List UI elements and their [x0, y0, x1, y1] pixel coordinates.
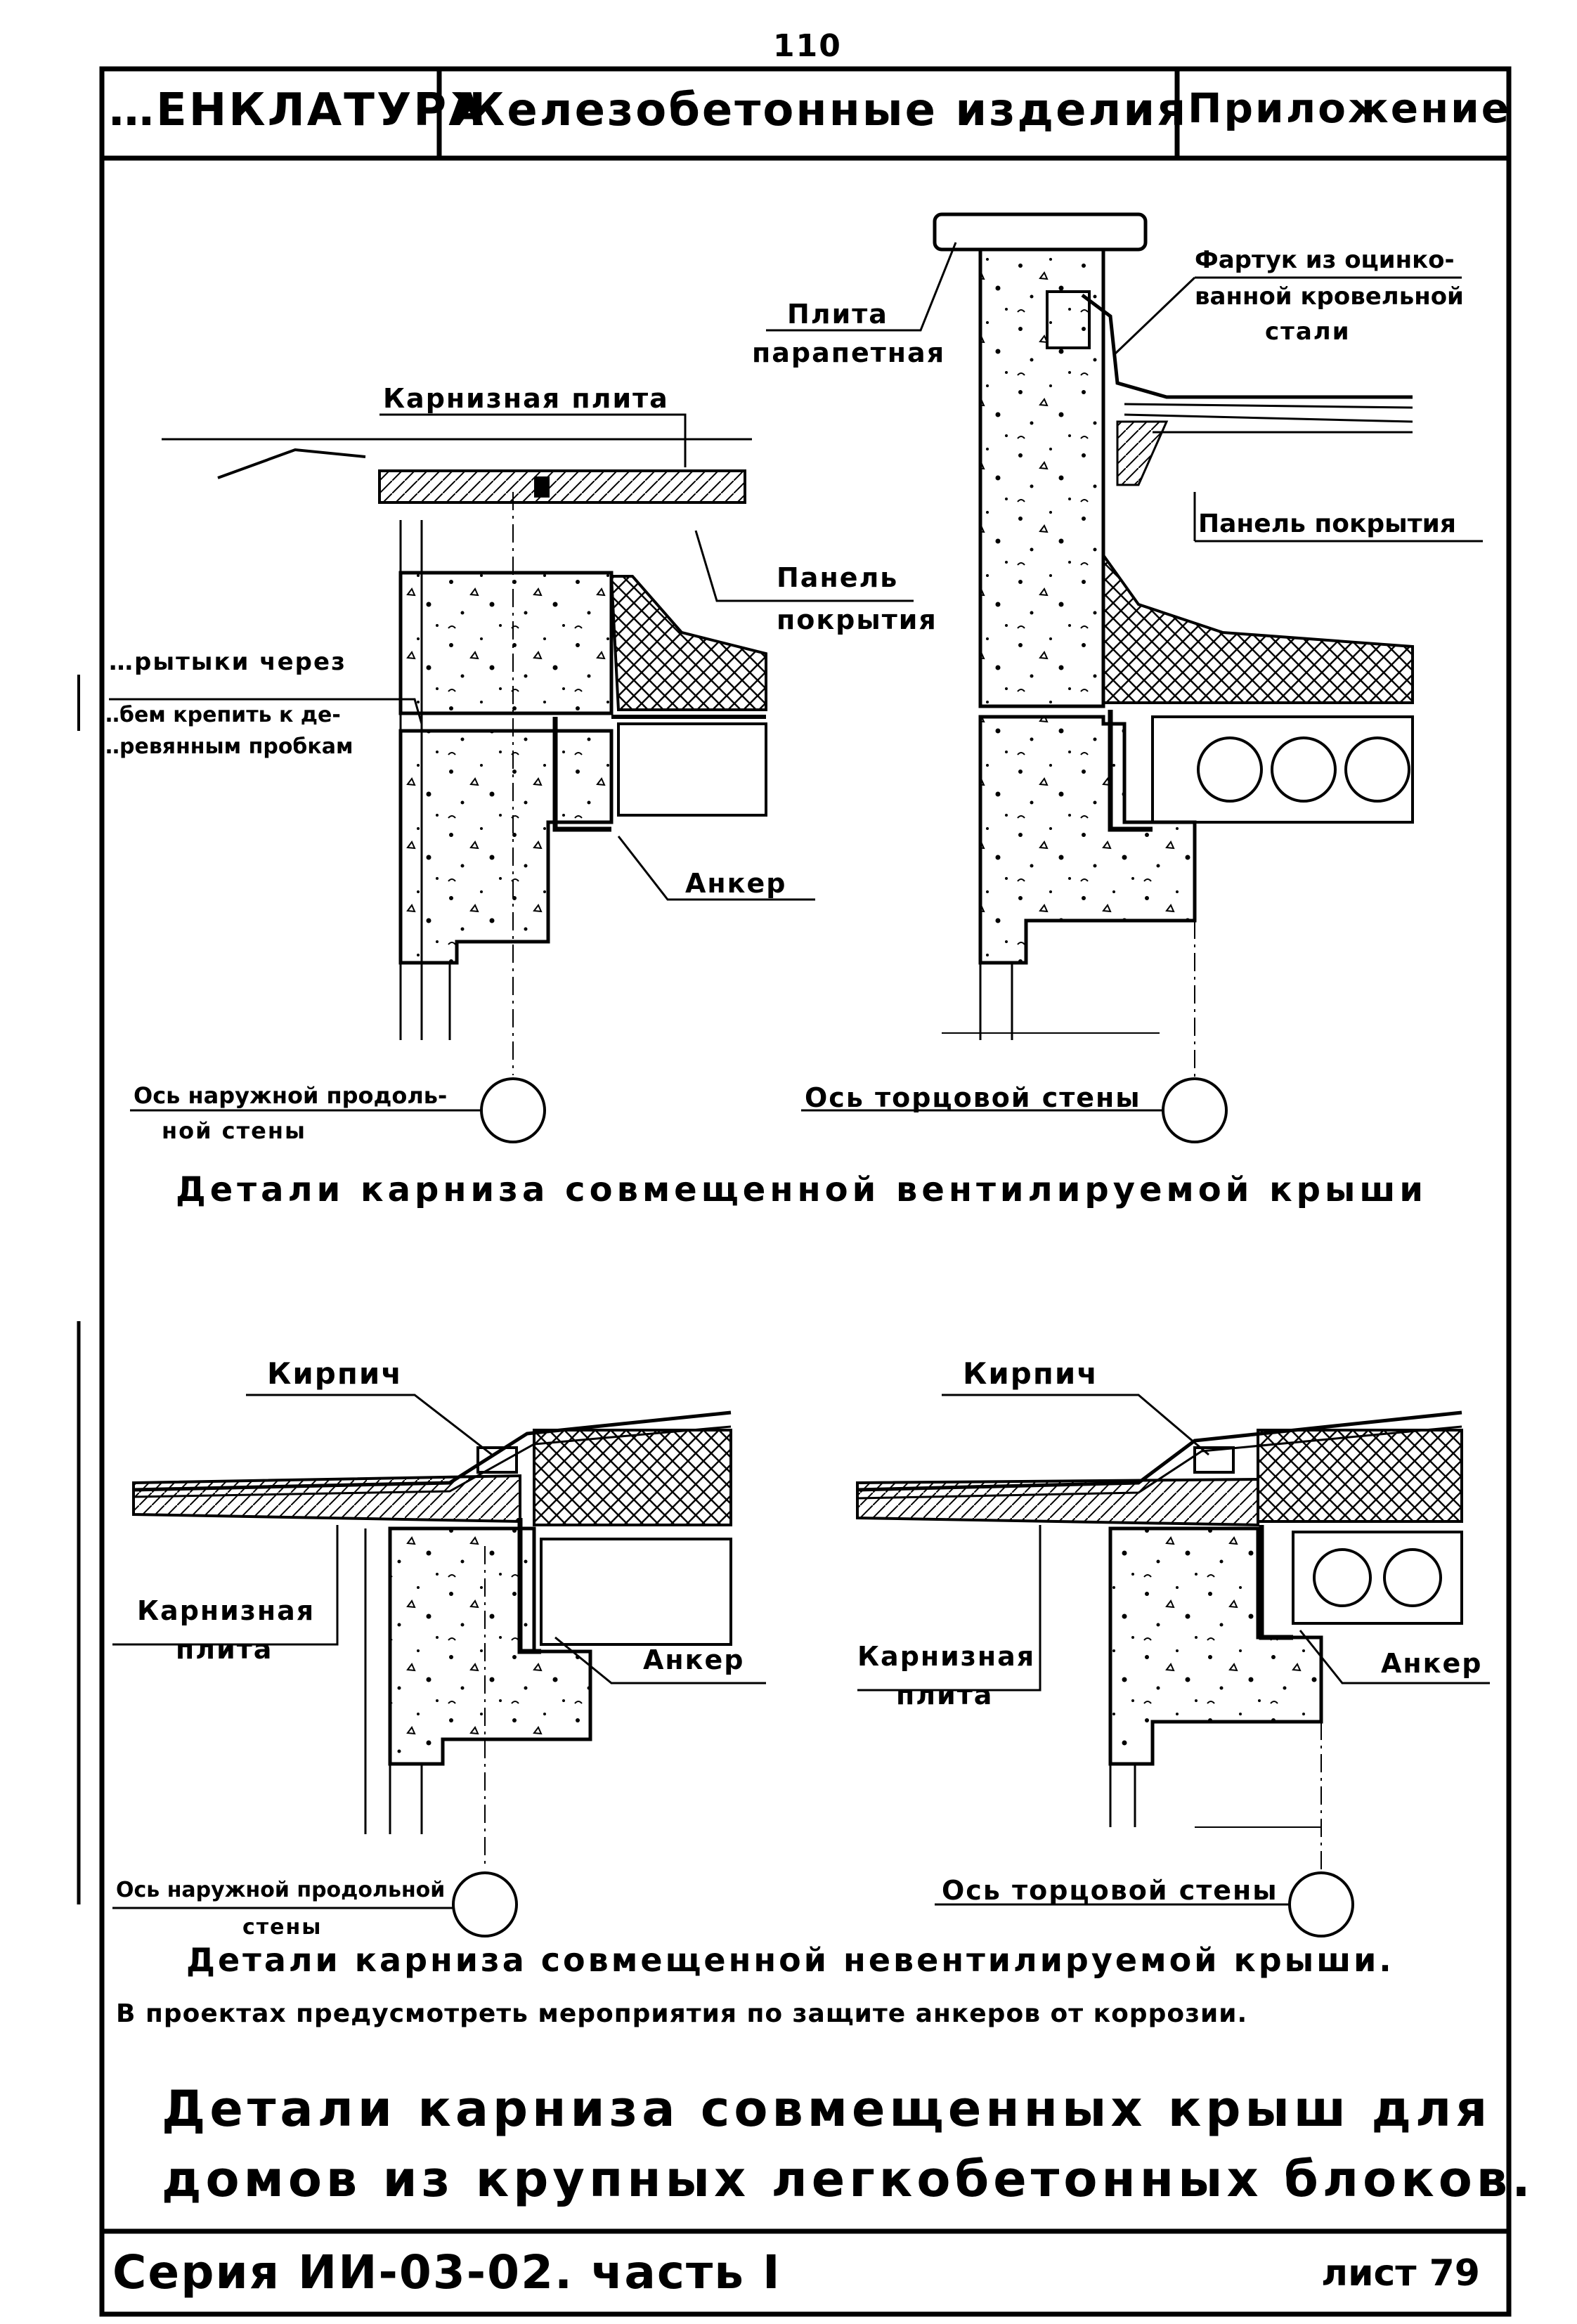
- label-anchor: Анкер: [685, 868, 787, 899]
- sheet-frame: [99, 66, 1512, 2317]
- detail-nonventilated-end: [856, 1394, 1490, 1937]
- label-roof-panel-end: Панель покрытия: [1198, 509, 1456, 538]
- label-axis-longitudinal-bl-2: стены: [242, 1915, 323, 1940]
- label-apron-1: Фартук из оцинко-: [1195, 246, 1455, 274]
- label-cornice-slab-bl-2: плита: [176, 1634, 273, 1665]
- detail-nonventilated-longitudinal: [112, 1394, 766, 1937]
- label-apron-2: ванной кровельной: [1195, 283, 1464, 311]
- label-fastening-3: …ревянным пробкам: [98, 734, 353, 759]
- main-title-line2: домов из крупных легкобетонных блоков.: [162, 2150, 1535, 2208]
- label-anchor-bl: Анкер: [643, 1644, 745, 1675]
- label-roof-panel-2: покрытия: [777, 604, 937, 635]
- label-axis-end-br: Ось торцовой стены: [942, 1875, 1278, 1906]
- label-brick-br: Кирпич: [963, 1356, 1099, 1391]
- header-nomenclature: …ЕНКЛАТУРА: [109, 84, 486, 136]
- label-axis-end: Ось торцовой стены: [805, 1082, 1141, 1113]
- label-axis-longitudinal-bl: Ось наружной продольной: [116, 1878, 446, 1902]
- footer-series: Серия ИИ-03-02. часть I: [112, 2245, 781, 2299]
- main-title-line1: Детали карниза совмещенных крыш для: [162, 2080, 1492, 2138]
- label-roof-panel: Панель: [777, 562, 899, 593]
- caption-nonventilated: Детали карниза совмещенной невентилируем…: [186, 1941, 1394, 1979]
- label-fastening-2: …бем крепить к де-: [98, 703, 341, 727]
- label-axis-longitudinal-2: ной стены: [162, 1117, 306, 1144]
- label-apron-3: стали: [1265, 318, 1351, 346]
- caption-ventilated: Детали карниза совмещенной вентилируемой…: [176, 1170, 1428, 1209]
- label-axis-longitudinal: Ось наружной продоль-: [134, 1082, 448, 1109]
- page-number: 110: [773, 28, 842, 64]
- label-anchor-br: Анкер: [1381, 1648, 1483, 1679]
- label-cornice-slab-bl: Карнизная: [137, 1595, 316, 1626]
- label-fastening-1: …рытыки через: [109, 648, 346, 676]
- detail-ventilated-end: [766, 212, 1483, 1143]
- label-parapet-slab: Плита: [787, 299, 888, 330]
- header-appendix: Приложение: [1188, 84, 1512, 132]
- label-brick: Кирпич: [267, 1356, 403, 1391]
- corrosion-note: В проектах предусмотреть мероприятия по …: [116, 1999, 1248, 2028]
- label-parapet-slab-2: парапетная: [752, 337, 946, 368]
- detail-ventilated-longitudinal: [109, 413, 914, 1143]
- label-cornice-slab-br: Карнизная: [857, 1641, 1036, 1672]
- label-cornice-slab: Карнизная плита: [383, 383, 669, 414]
- header-title: Железобетонные изделия: [450, 84, 1188, 136]
- footer-sheet: лист 79: [1321, 2252, 1480, 2294]
- label-cornice-slab-br-2: плита: [896, 1680, 994, 1710]
